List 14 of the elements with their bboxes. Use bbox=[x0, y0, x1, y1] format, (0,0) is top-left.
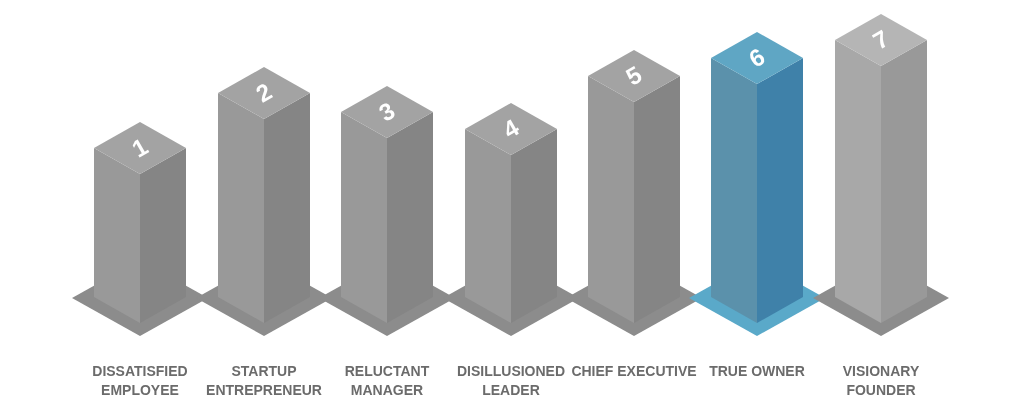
pillar-label: STARTUP ENTREPRENEUR bbox=[205, 362, 323, 400]
pillar-number: 5 bbox=[622, 62, 646, 90]
pillar-label: VISIONARY FOUNDER bbox=[841, 362, 921, 400]
pillar-label: TRUE OWNER bbox=[708, 362, 806, 381]
pillar-number: 1 bbox=[128, 134, 152, 162]
pillar-label: DISILLUSIONED LEADER bbox=[455, 362, 567, 400]
pillar-label: CHIEF EXECUTIVE bbox=[570, 362, 698, 381]
pillar-number: 6 bbox=[745, 44, 769, 72]
pillar-number: 2 bbox=[252, 79, 276, 107]
pillar-number: 4 bbox=[499, 115, 523, 143]
pillar-label: RELUCTANT MANAGER bbox=[343, 362, 431, 400]
pillar-number: 3 bbox=[375, 98, 399, 126]
pillar-number: 7 bbox=[869, 26, 893, 54]
pillar-label: DISSATISFIED EMPLOYEE bbox=[91, 362, 189, 400]
